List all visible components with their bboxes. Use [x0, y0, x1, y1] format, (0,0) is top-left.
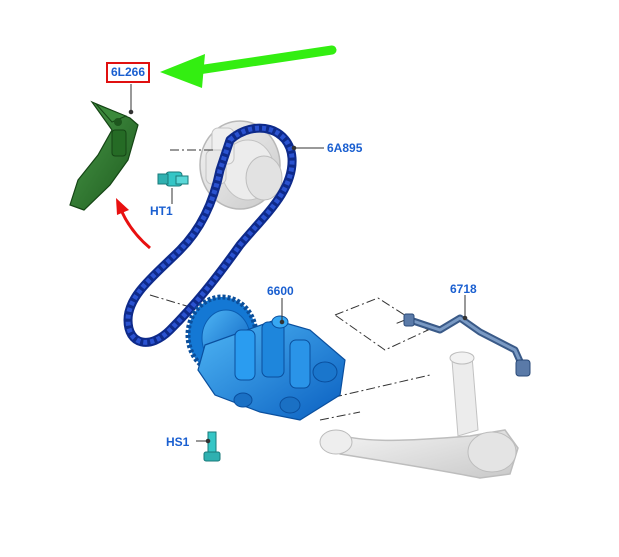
oil-pump [185, 294, 346, 421]
callout-chain: 6A895 [327, 141, 363, 155]
green-arrow-icon [160, 45, 337, 88]
red-curved-arrow-icon [116, 198, 151, 250]
bolt-hs1 [203, 431, 221, 462]
callout-bolt-hs1: HS1 [166, 435, 190, 449]
leader-lines [128, 84, 468, 444]
bolt-ht1 [157, 171, 189, 187]
callout-tensioner: 6L266 [106, 62, 151, 83]
timing-chain [123, 123, 297, 347]
callout-tube: 6718 [450, 282, 477, 296]
oil-tube [403, 313, 531, 377]
oil-pickup-ghost [319, 351, 519, 479]
chain-tensioner [69, 100, 139, 211]
callout-pump: 6600 [267, 284, 294, 298]
callout-bolt-ht1: HT1 [150, 204, 173, 218]
